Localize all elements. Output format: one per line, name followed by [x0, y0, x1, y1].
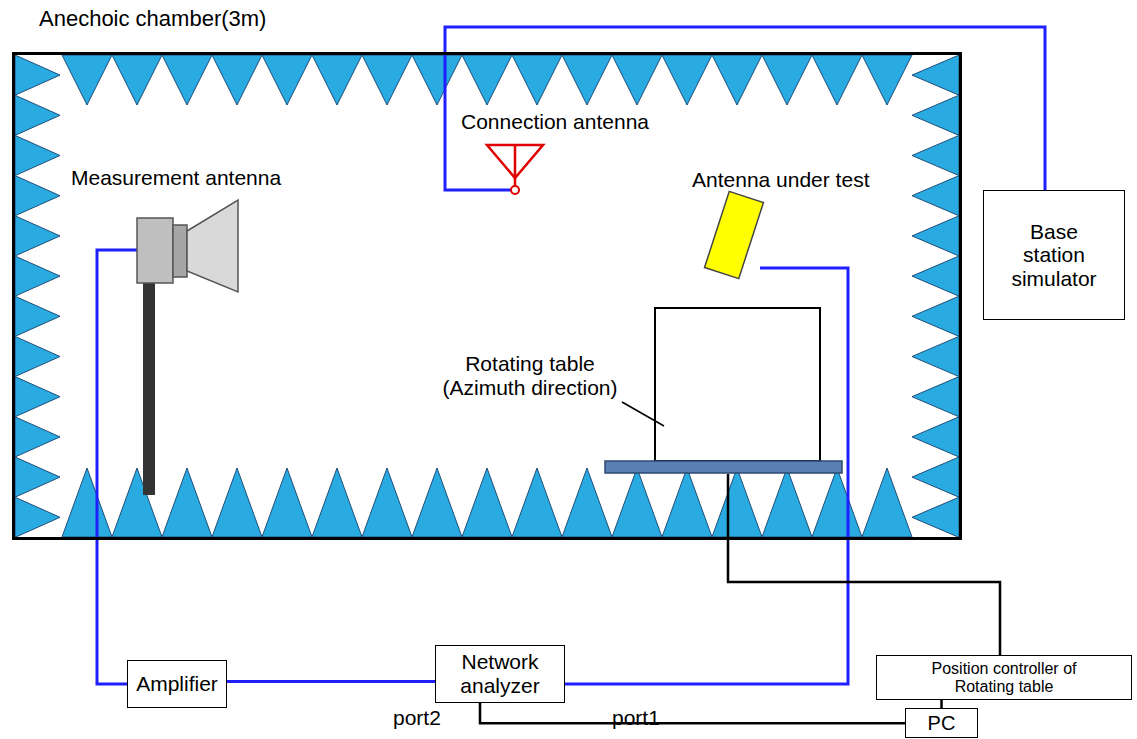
absorber-wedge [912, 55, 959, 95]
rf-cable [97, 250, 138, 684]
part-label: Rotating table (Azimuth direction) [440, 352, 620, 399]
antenna-pole [143, 252, 155, 495]
chamber-title: Anechoic chamber(3m) [39, 6, 266, 32]
absorber-wedge [212, 55, 262, 105]
process-box: Base station simulator [983, 190, 1125, 320]
absorber-wedge [312, 55, 362, 105]
absorber-wedge [312, 468, 362, 537]
rotating-platform [605, 461, 842, 473]
absorber-wedge [212, 468, 262, 537]
absorber-wedge [512, 55, 562, 105]
horn-feed [137, 218, 173, 283]
absorber-wedge [862, 55, 912, 105]
absorber-wedge [862, 468, 912, 537]
antenna-label: Connection antenna [458, 110, 652, 134]
absorber-wedge [15, 216, 60, 256]
absorber-wedge [762, 55, 812, 105]
absorber-wedge [912, 417, 959, 457]
antenna-label: Antenna under test [692, 168, 869, 192]
antenna-under-test [705, 191, 764, 278]
absorber-wedge [162, 55, 212, 105]
process-box: Network analyzer [435, 645, 565, 703]
absorber-wedge [912, 336, 959, 376]
absorber-wedge [412, 468, 462, 537]
absorber-wedge [762, 468, 812, 537]
process-box: Position controller of Rotating table [876, 655, 1132, 700]
absorber-wedges [15, 55, 959, 537]
absorber-wedge [15, 55, 60, 95]
connector [227, 680, 435, 683]
absorber-wedge [912, 95, 959, 135]
horn-throat [173, 225, 187, 277]
connector [480, 703, 905, 723]
absorber-wedge [112, 55, 162, 105]
absorber-wedge [712, 468, 762, 537]
process-box: Amplifier [127, 660, 227, 708]
rf-cable [565, 268, 848, 684]
absorber-wedge [462, 468, 512, 537]
box-label: Amplifier [136, 672, 218, 696]
absorber-wedge [562, 55, 612, 105]
absorber-wedge [15, 457, 60, 497]
box-label: PC [928, 712, 956, 734]
table-stand [655, 308, 820, 461]
absorber-wedge [612, 468, 662, 537]
absorber-wedge [15, 135, 60, 175]
connection-antenna-feed [511, 186, 519, 194]
absorber-wedge [15, 336, 60, 376]
box-label: Network analyzer [445, 650, 555, 697]
absorber-wedge [62, 55, 112, 105]
absorber-wedge [62, 468, 112, 537]
process-box: PC [905, 708, 978, 738]
box-label: Base station simulator [999, 220, 1109, 291]
absorber-wedge [812, 55, 862, 105]
absorber-wedge [912, 256, 959, 296]
absorber-wedge [812, 468, 862, 537]
absorber-wedge [712, 55, 762, 105]
antenna-label: Measurement antenna [68, 166, 284, 190]
absorber-wedge [412, 55, 462, 105]
absorber-wedge [512, 468, 562, 537]
absorber-wedge [912, 497, 959, 537]
leader-line [622, 402, 664, 426]
connector [940, 700, 943, 708]
horn-flare [187, 200, 238, 292]
box-label: Position controller of Rotating table [904, 660, 1104, 696]
absorber-wedge [262, 468, 312, 537]
absorber-wedge [362, 55, 412, 105]
absorber-wedge [262, 55, 312, 105]
port-label: port2 [393, 706, 441, 730]
absorber-wedge [912, 135, 959, 175]
absorber-wedge [15, 417, 60, 457]
absorber-wedge [662, 468, 712, 537]
absorber-wedge [15, 497, 60, 537]
absorber-wedge [912, 457, 959, 497]
absorber-wedge [15, 95, 60, 135]
absorber-wedge [15, 176, 60, 216]
absorber-wedge [662, 55, 712, 105]
absorber-wedge [912, 216, 959, 256]
absorber-wedge [912, 377, 959, 417]
absorber-wedge [362, 468, 412, 537]
absorber-wedge [912, 296, 959, 336]
absorber-wedge [15, 377, 60, 417]
absorber-wedge [15, 296, 60, 336]
absorber-wedge [462, 55, 512, 105]
absorber-wedge [15, 256, 60, 296]
absorber-wedge [612, 55, 662, 105]
absorber-wedge [162, 468, 212, 537]
absorber-wedge [562, 468, 612, 537]
connection-antenna-stem [514, 145, 517, 186]
absorber-wedge [912, 176, 959, 216]
port-label: port1 [612, 706, 660, 730]
